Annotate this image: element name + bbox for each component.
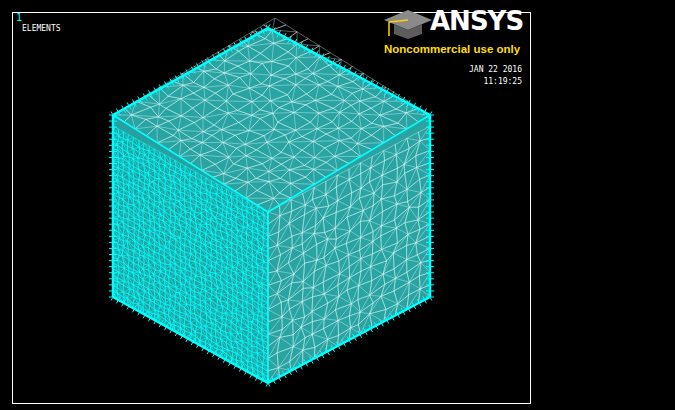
cube-edge — [268, 115, 430, 212]
constraint-symbols — [266, 293, 432, 386]
cube-edge — [113, 28, 268, 115]
ansys-hat-icon — [384, 10, 432, 39]
hat-base — [394, 24, 422, 39]
viewport-border — [13, 13, 531, 404]
plot-time: 11:19:25 — [483, 78, 522, 86]
cube-face — [268, 115, 430, 383]
constraint-symbols — [426, 115, 434, 297]
hat-tassel — [388, 22, 390, 36]
cube-mesh — [109, 18, 434, 387]
cube-edge — [267, 212, 269, 383]
mesh-lines — [268, 126, 430, 383]
cube-edge — [113, 115, 268, 212]
cube-edge — [113, 297, 268, 383]
hat-tassel — [389, 20, 408, 22]
constraint-symbols — [111, 294, 270, 387]
mesh-lines — [113, 126, 268, 383]
constraint-symbols — [111, 25, 270, 119]
cube-face — [113, 115, 268, 383]
logo-text: ANSYS — [430, 8, 523, 34]
constraint-symbols — [109, 115, 117, 297]
plot-type: ELEMENTS — [22, 25, 61, 33]
license-notice: Noncommercial use only — [384, 44, 520, 56]
hat-top — [384, 10, 432, 30]
constraint-symbols — [266, 24, 432, 118]
window-number: 1 — [16, 13, 22, 23]
plot-date: JAN 22 2016 — [469, 66, 522, 74]
